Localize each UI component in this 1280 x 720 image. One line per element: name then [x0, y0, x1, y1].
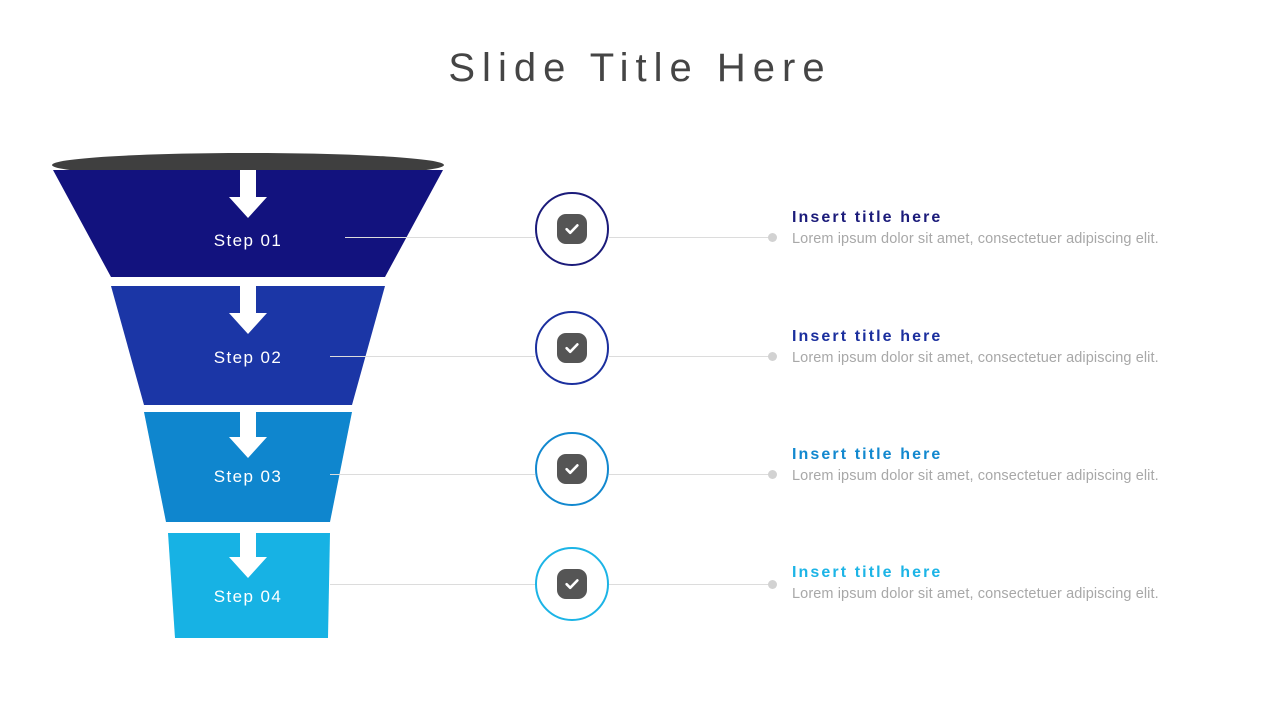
item-body-3: Lorem ipsum dolor sit amet, consectetuer… [792, 468, 1159, 484]
item-body-4: Lorem ipsum dolor sit amet, consectetuer… [792, 586, 1159, 602]
funnel-segment-4 [168, 533, 330, 638]
connector-dot-3 [768, 470, 777, 479]
connector-line-text-3 [609, 474, 774, 475]
funnel-arrow-1 [229, 170, 267, 218]
content-item-2: Insert title here Lorem ipsum dolor sit … [792, 328, 1222, 366]
page-title: Slide Title Here [448, 46, 832, 90]
connector-line-funnel-1 [345, 237, 535, 238]
check-icon [557, 333, 587, 363]
funnel-arrow-4 [229, 533, 267, 578]
step-marker-3[interactable] [535, 432, 609, 506]
item-title-4: Insert title here [792, 564, 943, 581]
connector-line-text-1 [609, 237, 774, 238]
item-title-3: Insert title here [792, 446, 943, 463]
funnel-segment-3 [144, 412, 352, 522]
content-item-3: Insert title here Lorem ipsum dolor sit … [792, 446, 1222, 484]
content-item-1: Insert title here Lorem ipsum dolor sit … [792, 209, 1222, 247]
connector-dot-1 [768, 233, 777, 242]
step-marker-1[interactable] [535, 192, 609, 266]
item-title-2: Insert title here [792, 328, 943, 345]
connector-line-funnel-2 [330, 356, 535, 357]
connector-line-funnel-4 [330, 584, 535, 585]
check-icon [557, 569, 587, 599]
funnel-arrow-3 [229, 412, 267, 458]
connector-line-text-4 [609, 584, 774, 585]
connector-line-funnel-3 [330, 474, 535, 475]
item-title-1: Insert title here [792, 209, 943, 226]
check-icon [557, 454, 587, 484]
check-icon [557, 214, 587, 244]
step-marker-4[interactable] [535, 547, 609, 621]
funnel-arrow-2 [229, 286, 267, 334]
item-body-1: Lorem ipsum dolor sit amet, consectetuer… [792, 231, 1159, 247]
content-item-4: Insert title here Lorem ipsum dolor sit … [792, 564, 1222, 602]
funnel-diagram: Step 01 Step 02 Step 03 Step 04 [40, 145, 460, 655]
connector-dot-4 [768, 580, 777, 589]
funnel-segment-2 [111, 286, 385, 405]
funnel-segment-1 [53, 170, 443, 277]
connector-dot-2 [768, 352, 777, 361]
item-body-2: Lorem ipsum dolor sit amet, consectetuer… [792, 350, 1159, 366]
step-marker-2[interactable] [535, 311, 609, 385]
connector-line-text-2 [609, 356, 774, 357]
